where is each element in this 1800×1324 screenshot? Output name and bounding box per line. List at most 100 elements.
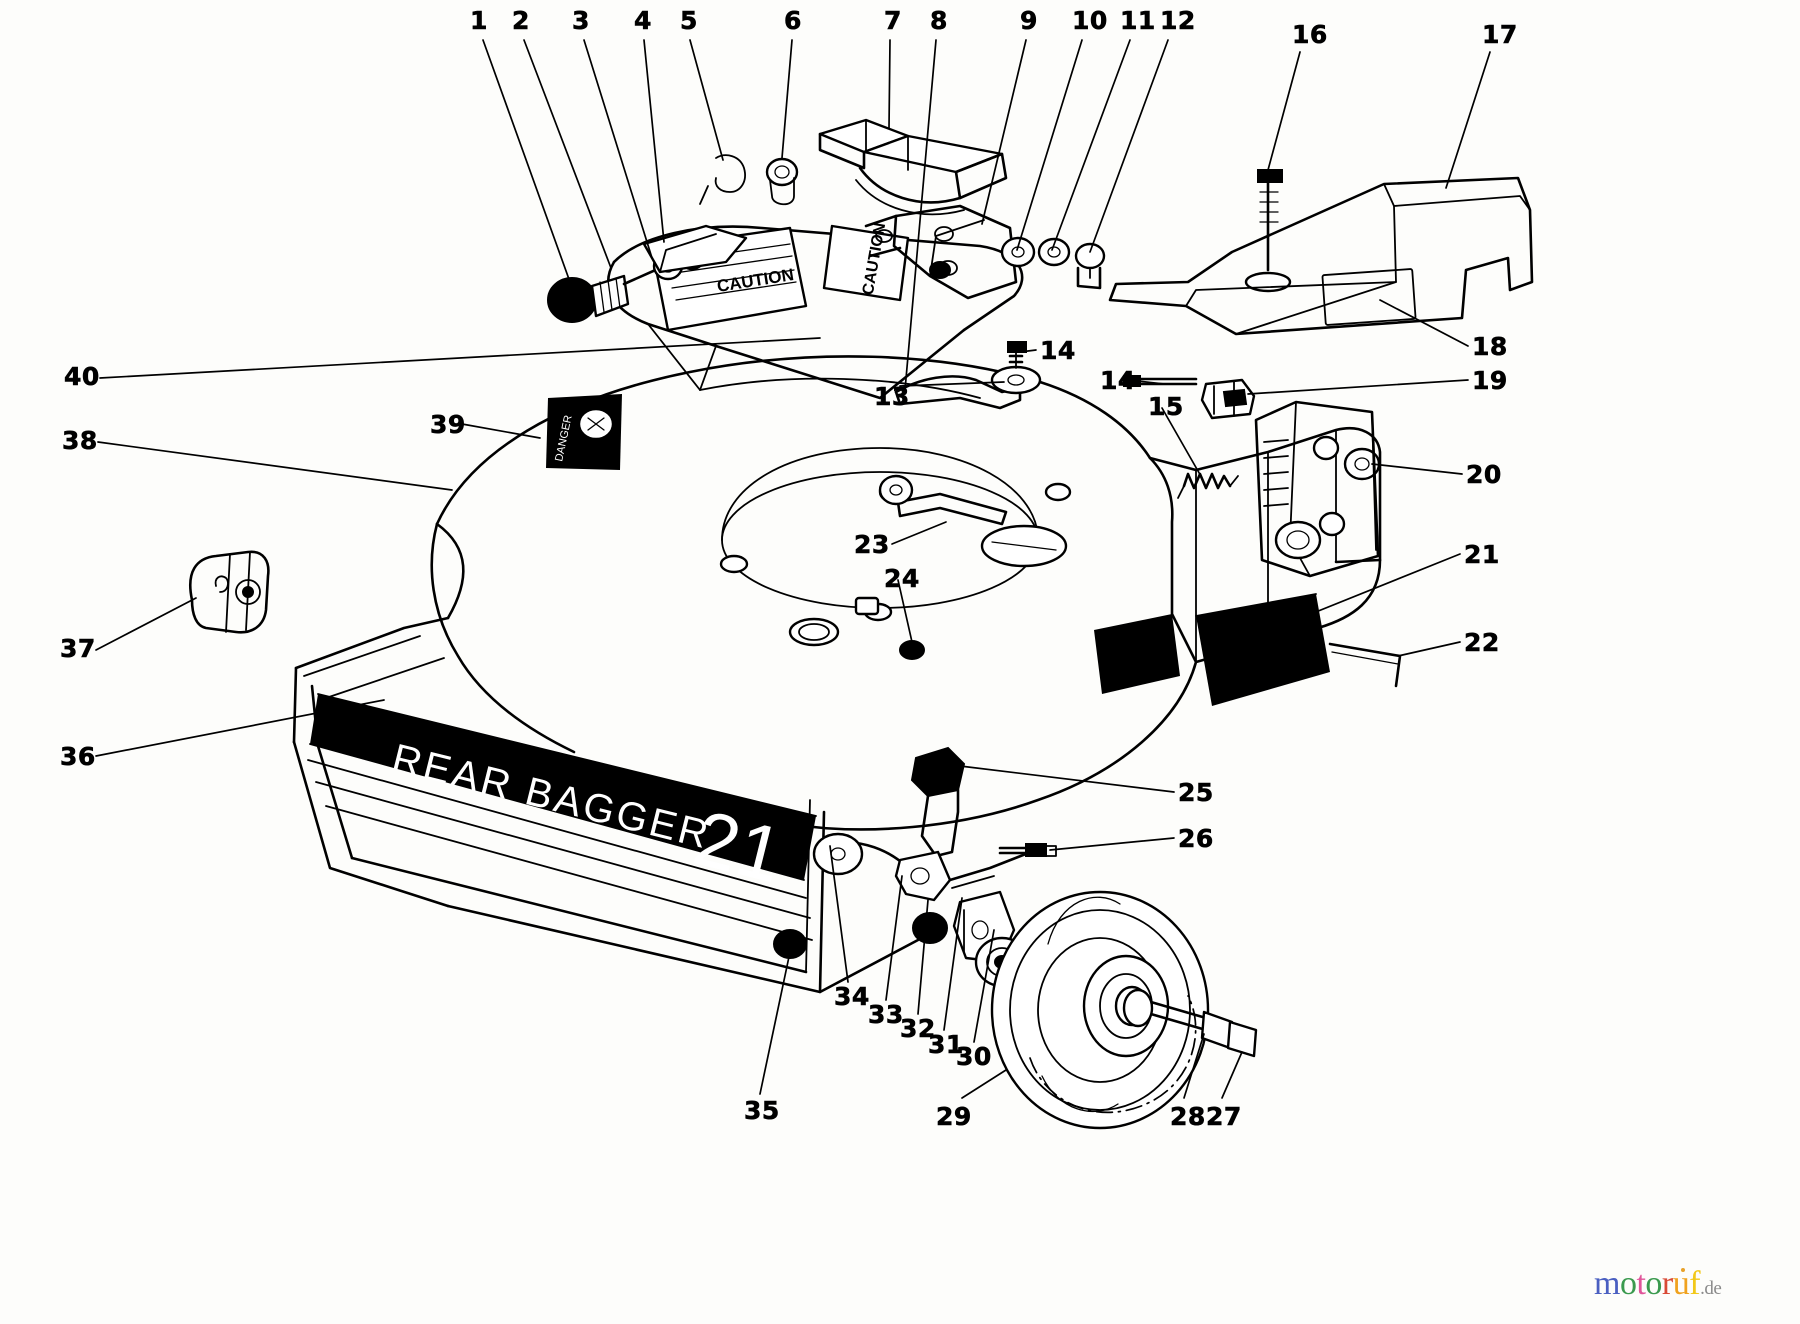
part-9-12-fasteners [1000, 236, 1106, 290]
callout-number-37: 37 [60, 634, 96, 663]
part-35-nut [773, 929, 807, 959]
motoruf-watermark-logo: motoruf.de [1594, 1265, 1722, 1302]
callout-leader-lines [95, 39, 1491, 1099]
deck-warning-decal-39: DANGER [546, 394, 622, 470]
deck-rear-rail [1254, 400, 1380, 578]
callout-number-40: 40 [64, 362, 100, 391]
leader-line-39 [461, 423, 541, 439]
decal-size-text: 21 [686, 793, 791, 899]
leader-line-14 [1127, 379, 1165, 385]
leader-line-13 [899, 381, 1005, 387]
callout-number-19: 19 [1472, 366, 1508, 395]
part-22-rod [1328, 642, 1402, 688]
part-19-clamp [1200, 378, 1256, 420]
leader-line-18 [1379, 299, 1469, 347]
logo-letter-u: u [1672, 1265, 1690, 1302]
logo-suffix: .de [1700, 1278, 1722, 1299]
leader-line-9 [981, 39, 1027, 225]
leader-line-22 [1397, 641, 1461, 657]
leader-line-16 [1267, 51, 1301, 171]
part-21-rear-skirt [1195, 593, 1330, 706]
callout-number-15: 15 [1148, 392, 1184, 421]
leader-line-10 [1016, 39, 1083, 251]
part-16-bolt [1244, 169, 1292, 293]
leader-line-25 [959, 765, 1175, 793]
callout-number-36: 36 [60, 742, 96, 771]
leader-line-31 [943, 897, 963, 1031]
callout-number-6: 6 [784, 6, 802, 35]
leader-line-36 [95, 699, 385, 757]
callout-number-1: 1 [470, 6, 488, 35]
callout-number-34: 34 [834, 982, 870, 1011]
leader-line-12 [1089, 39, 1169, 253]
callout-number-5: 5 [680, 6, 698, 35]
callout-number-3: 3 [572, 6, 590, 35]
part-1-knob [547, 274, 630, 323]
callout-number-29: 29 [936, 1102, 972, 1131]
callout-number-4: 4 [634, 6, 652, 35]
callout-number-30: 30 [956, 1042, 992, 1071]
leader-line-37 [95, 597, 197, 651]
callout-number-2: 2 [512, 6, 530, 35]
leader-line-19 [1247, 379, 1469, 395]
callout-number-24: 24 [884, 564, 920, 593]
callout-number-27: 27 [1206, 1102, 1242, 1131]
callout-number-9: 9 [1020, 6, 1038, 35]
leader-line-24 [897, 579, 913, 643]
part-37-bumper [189, 550, 270, 634]
logo-letter-r: r [1661, 1265, 1673, 1302]
callout-number-7: 7 [884, 6, 902, 35]
leader-line-21 [1285, 553, 1461, 625]
leader-line-5 [689, 39, 724, 161]
callout-number-21: 21 [1464, 540, 1500, 569]
mower-deck-housing: CAUTION CAUTION [292, 222, 1382, 994]
leader-line-32 [917, 899, 929, 1015]
callout-number-39: 39 [430, 410, 466, 439]
part-27-28-axle-bolt [1122, 988, 1258, 1058]
part-23-deck-bracket [878, 474, 1008, 526]
leader-line-4 [643, 39, 665, 243]
leader-line-17 [1445, 51, 1491, 189]
logo-letter-m: m [1594, 1265, 1620, 1302]
callout-number-12: 12 [1160, 6, 1196, 35]
callout-number-26: 26 [1178, 824, 1214, 853]
callout-number-18: 18 [1472, 332, 1508, 361]
leader-line-34 [829, 845, 849, 983]
logo-letter-f: f [1689, 1265, 1701, 1302]
callout-number-32: 32 [900, 1014, 936, 1043]
leader-line-28 [1183, 1033, 1205, 1099]
callout-number-14: 14 [1100, 366, 1136, 395]
callout-number-8: 8 [930, 6, 948, 35]
callout-number-11: 11 [1120, 6, 1156, 35]
callout-number-38: 38 [62, 426, 98, 455]
callout-number-31: 31 [928, 1030, 964, 1059]
leader-line-33 [885, 875, 903, 1001]
part-7-8-handle-bracket [818, 118, 1018, 300]
logo-letter-o1: o [1619, 1265, 1637, 1302]
callout-number-10: 10 [1072, 6, 1108, 35]
leader-line-8 [904, 39, 937, 391]
leader-line-15 [1161, 407, 1203, 479]
leader-line-7 [888, 39, 891, 129]
leader-line-11 [1051, 39, 1131, 251]
part-4-5-bracket-clip [642, 154, 748, 274]
callout-number-20: 20 [1466, 460, 1502, 489]
leader-line-29 [961, 1069, 1007, 1099]
part-15-spring [1177, 472, 1239, 499]
leader-line-40 [99, 337, 821, 379]
part-17-18-deflector-shield [1108, 176, 1534, 336]
part-13-mount-bracket [894, 365, 1042, 410]
callout-number-35: 35 [744, 1096, 780, 1125]
leader-line-1 [482, 39, 571, 283]
callout-number-22: 22 [1464, 628, 1500, 657]
leader-line-14 [1019, 349, 1037, 353]
leader-line-6 [781, 39, 793, 159]
leader-line-27 [1221, 1051, 1243, 1099]
callout-number-25: 25 [1178, 778, 1214, 807]
logo-letter-o2: o [1645, 1265, 1662, 1302]
callout-number-16: 16 [1292, 20, 1328, 49]
logo-letter-t: t [1636, 1265, 1646, 1302]
leader-line-38 [97, 441, 453, 491]
